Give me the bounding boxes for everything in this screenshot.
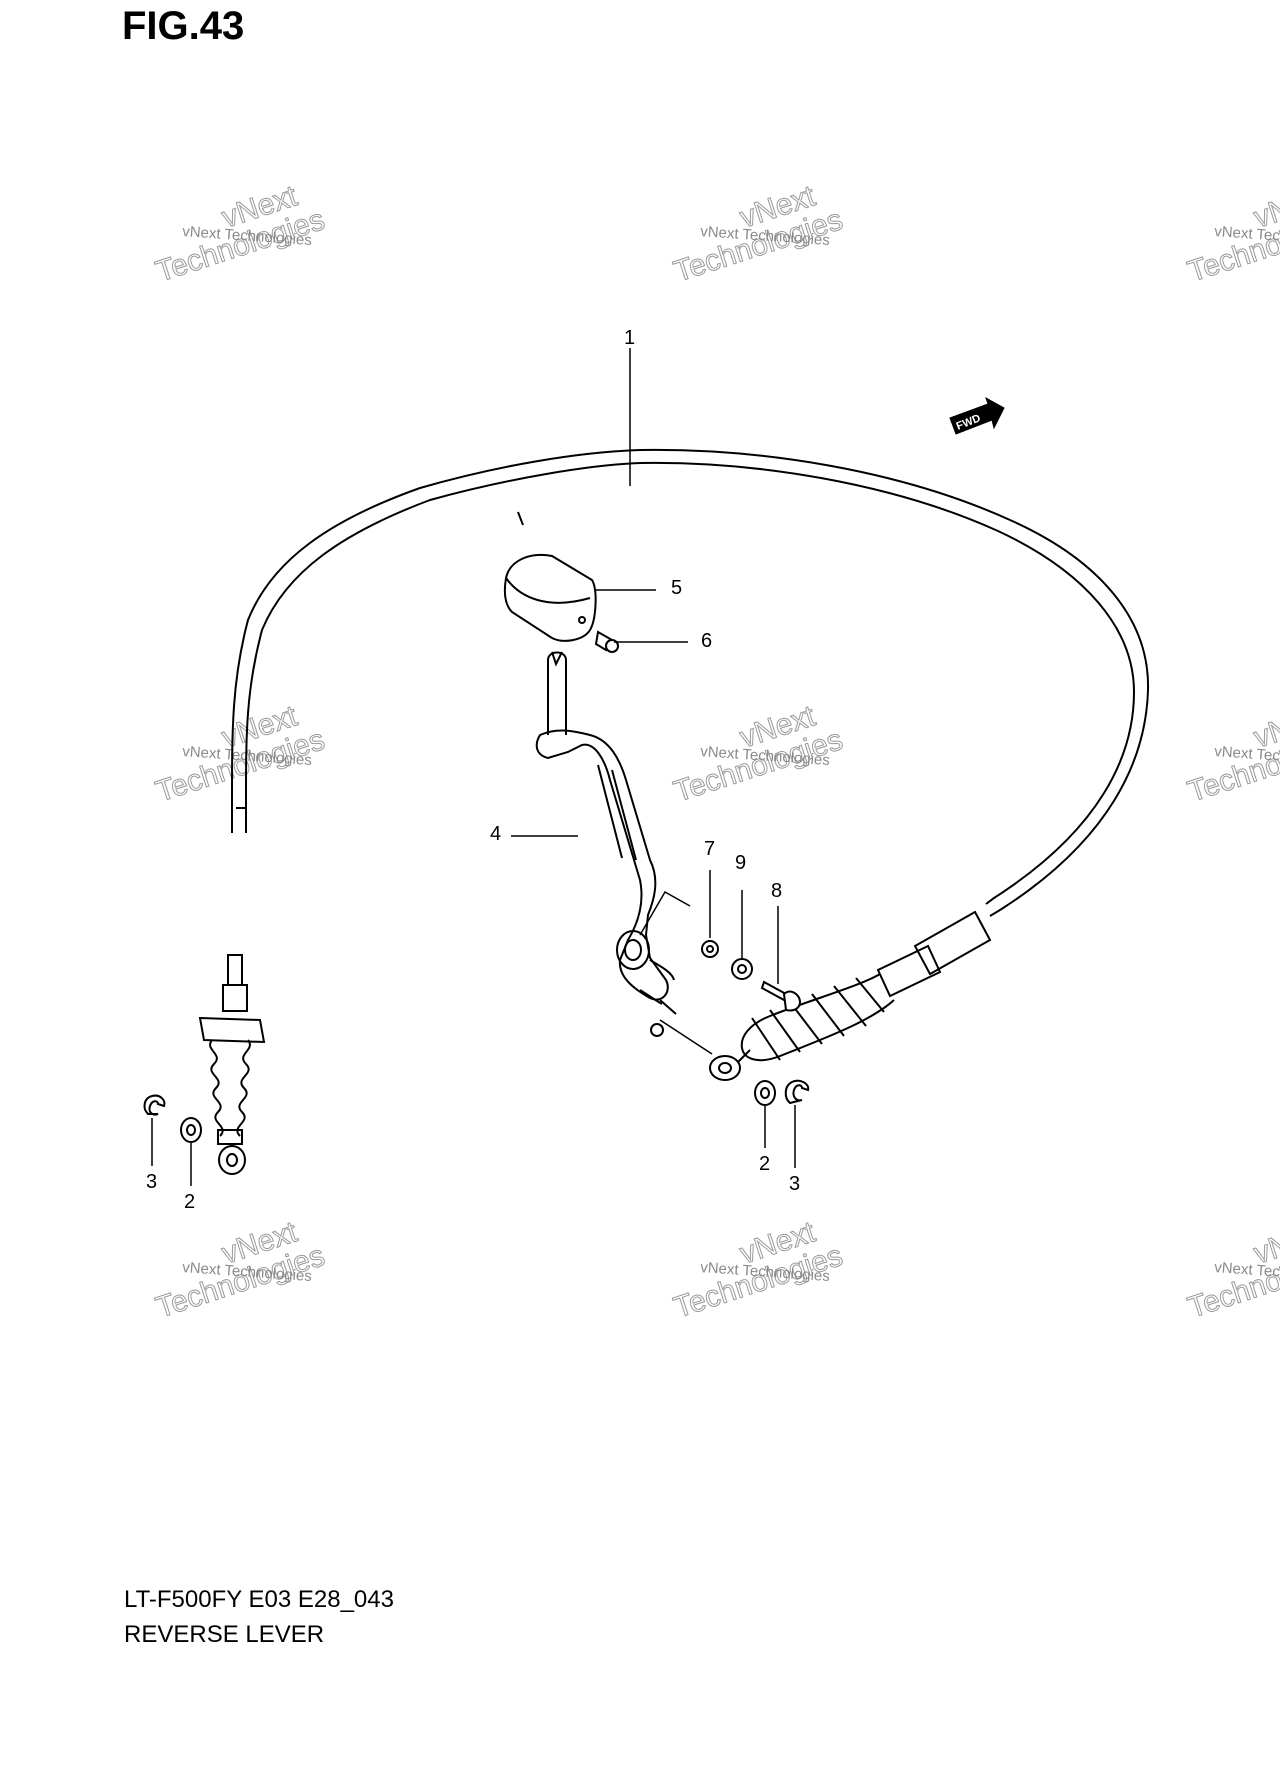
callout-4: 4	[490, 823, 501, 845]
assembly-guides	[639, 890, 713, 1055]
lever-knob	[503, 554, 597, 642]
figure-title: FIG.43	[122, 4, 245, 48]
callout-2-left: 2	[184, 1191, 195, 1213]
clip-3-right	[784, 1079, 810, 1105]
callout-1: 1	[624, 327, 635, 349]
assembly-name: REVERSE LEVER	[124, 1621, 325, 1648]
callout-labels: 1 2 2 3 3 4 5 6 7 8 9	[146, 327, 800, 1213]
reverse-cable	[198, 448, 1150, 1175]
screw	[594, 630, 619, 653]
callout-7: 7	[704, 838, 715, 860]
reverse-lever	[535, 651, 677, 1037]
leader-lines	[151, 348, 796, 1186]
callout-2-right: 2	[759, 1153, 770, 1175]
callout-3-right: 3	[789, 1173, 800, 1195]
bolt-8	[760, 980, 788, 1002]
callout-9: 9	[735, 852, 746, 874]
callout-3-left: 3	[146, 1171, 157, 1193]
callout-6: 6	[701, 630, 712, 652]
fwd-arrow: FWD	[949, 396, 1005, 435]
clip-3-left	[143, 1094, 166, 1116]
model-code: LT-F500FY E03 E28_043	[124, 1586, 394, 1613]
callout-5: 5	[671, 577, 682, 599]
callout-8: 8	[771, 880, 782, 902]
small-hardware	[143, 940, 810, 1143]
